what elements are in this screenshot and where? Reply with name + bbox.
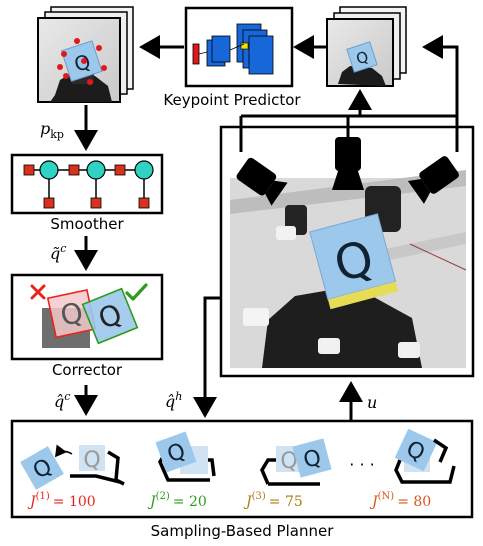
q-tilde-label: q̃c bbox=[50, 242, 66, 263]
smoother-block bbox=[10, 153, 164, 215]
camera-feed-lines bbox=[239, 35, 459, 152]
corrector-label: Corrector bbox=[52, 361, 123, 379]
camera-icon bbox=[332, 137, 364, 190]
corrector-block: Q Q bbox=[10, 273, 164, 361]
keypoint-predictor-block bbox=[184, 6, 294, 88]
camera-icon bbox=[407, 156, 459, 204]
p-kp-label: pkp bbox=[40, 119, 64, 141]
q-hat-h-label: q̂h bbox=[165, 390, 182, 411]
keypoint-markers bbox=[57, 38, 107, 85]
planner-sample-2: Q bbox=[155, 431, 216, 482]
camera-icon bbox=[236, 157, 288, 206]
camera-scene: Q bbox=[219, 125, 475, 378]
planner-label: Sampling-Based Planner bbox=[151, 522, 335, 540]
cost-label-1: J(1)= 100 bbox=[27, 491, 96, 510]
planner-sample-1: Q Q bbox=[20, 444, 125, 490]
svg-text:Q: Q bbox=[83, 448, 100, 473]
svg-text:Q: Q bbox=[301, 445, 324, 474]
smoother-label: Smoother bbox=[50, 215, 124, 233]
u-label: u bbox=[367, 393, 377, 412]
planner-sample-n: Q bbox=[394, 428, 456, 484]
more-samples-ellipsis: · · · bbox=[349, 455, 374, 474]
keypoint-predictor-label: Keypoint Predictor bbox=[163, 91, 301, 109]
keypoint-image-stack: Q bbox=[37, 6, 134, 103]
check-icon bbox=[125, 283, 148, 301]
cost-label-2: J(2)= 20 bbox=[147, 491, 207, 510]
arrow-scene-to-planner bbox=[193, 296, 221, 418]
cross-icon bbox=[30, 284, 46, 300]
cost-labels: J(1)= 100 J(2)= 20 J(3)= 75 J(N)= 80 bbox=[27, 491, 431, 510]
planner-sample-3: Q Q bbox=[260, 438, 332, 486]
q-hat-c-label: q̂c bbox=[54, 390, 70, 411]
svg-text:Q: Q bbox=[354, 48, 371, 69]
raw-image-stack: Q bbox=[326, 6, 407, 87]
planner-block: Q Q Q Q Q bbox=[10, 419, 474, 519]
cost-label-4: J(N)= 80 bbox=[369, 491, 431, 510]
svg-text:Q: Q bbox=[280, 449, 297, 474]
cost-label-3: J(3)= 75 bbox=[243, 491, 303, 510]
